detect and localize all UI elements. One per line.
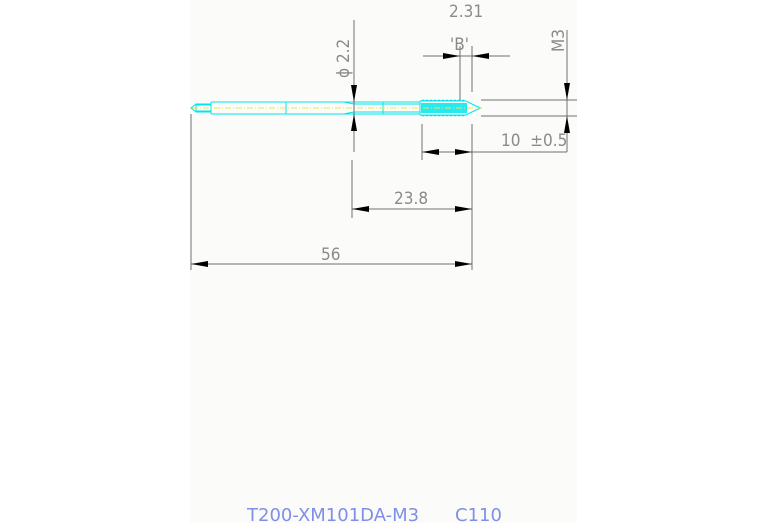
dimension-lines	[190, 20, 577, 270]
dim-thread-length: 10 ±0.5	[501, 131, 567, 151]
dim-thread-size: M3	[549, 29, 569, 52]
thread-section	[420, 99, 467, 117]
dim-pitch: 2.31	[449, 2, 483, 22]
dim-shank-diameter: ϕ 2.2	[334, 39, 354, 78]
dimension-arrows	[191, 53, 570, 267]
part-number: T200-XM101DA-M3	[246, 505, 419, 523]
dim-detail-label: 'B'	[450, 35, 469, 55]
drawing-sheet	[190, 0, 577, 523]
dim-neck-length: 23.8	[394, 189, 428, 209]
dim-overall-length: 56	[321, 245, 340, 265]
part-code: C110	[455, 505, 502, 523]
tap-tool-outline	[190, 100, 483, 116]
